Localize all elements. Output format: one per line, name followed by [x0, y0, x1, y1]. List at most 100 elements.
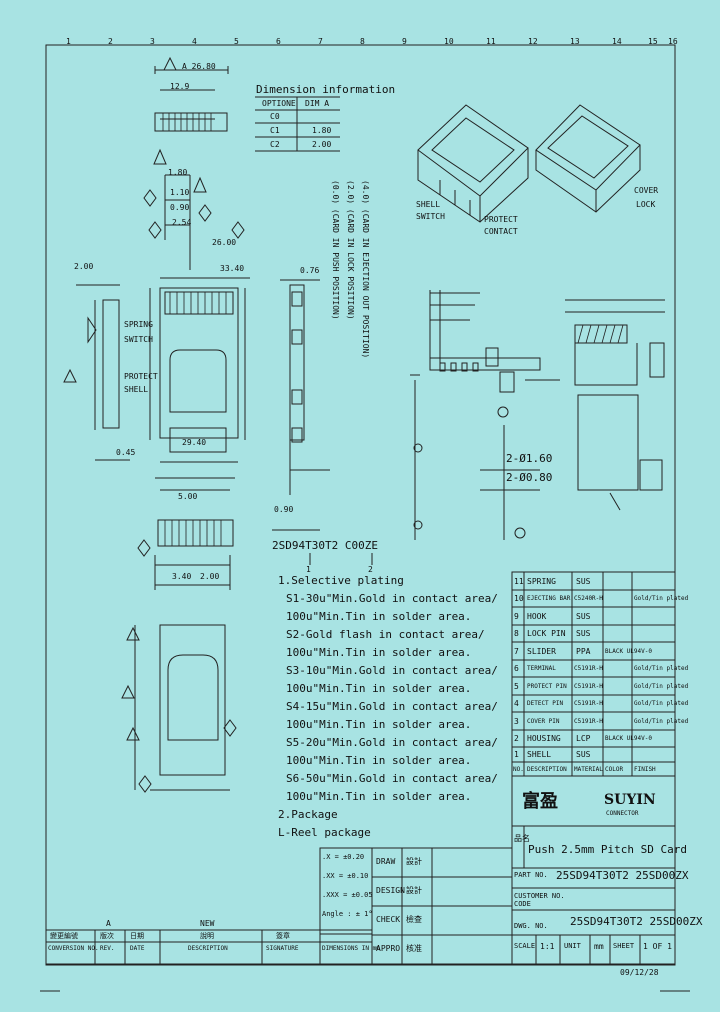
dimension-table-cell: C2	[270, 140, 280, 149]
dim-label: 3.40	[172, 572, 192, 581]
dim-label: 1.80	[168, 168, 188, 177]
ruler-mark: 12	[528, 37, 538, 46]
isometric-view-right	[535, 104, 641, 213]
title-block-grid	[45, 775, 676, 965]
dimension-table-header: OPTIONE	[262, 99, 296, 108]
bom-cell: C5191R-H	[574, 683, 603, 690]
role-label: DRAW	[376, 857, 396, 866]
note-line: 100u"Min.Tin in solder area.	[286, 646, 472, 659]
ruler-mark: 14	[612, 37, 622, 46]
note-line: 100u"Min.Tin in solder area.	[286, 610, 472, 623]
bom-cell: DETECT PIN	[527, 700, 564, 707]
bom-header: DESCRIPTION	[527, 766, 567, 773]
part-number-note: 2	[368, 565, 373, 574]
tolerance-line: .XX = ±0.10	[322, 872, 369, 880]
bom-cell: HOUSING	[527, 734, 561, 743]
note-line: S6-50u"Min.Gold in contact area/	[286, 772, 498, 785]
dim-label: 2-Ø0.80	[506, 471, 553, 484]
role-cn: 設計	[406, 886, 422, 895]
customer-label: CUSTOMER NO.	[514, 892, 565, 900]
note-line: 100u"Min.Tin in solder area.	[286, 718, 472, 731]
footer-date: 09/12/28	[620, 968, 659, 977]
callout-switch: SWITCH	[124, 335, 153, 344]
role-label: APPRO	[376, 944, 401, 953]
callout-protect: PROTECT	[124, 372, 158, 381]
ruler-mark: 5	[234, 37, 239, 46]
callout-shell: SHELL	[124, 385, 149, 394]
scale-label: SCALE	[514, 942, 536, 950]
bom-cell: LCP	[576, 734, 591, 743]
ruler-mark: 2	[108, 37, 113, 46]
connector-top-view	[149, 287, 246, 463]
connector-left-side-view	[63, 284, 130, 461]
ruler-mark: 8	[360, 37, 365, 46]
bom-cell: C5191R-H	[574, 718, 603, 725]
dimension-table-cell: C1	[270, 126, 280, 135]
role-cn: 核准	[406, 944, 422, 953]
bom-cell: 4	[514, 699, 519, 708]
ruler-mark: 6	[276, 37, 281, 46]
dimension-table-cell: C0	[270, 112, 280, 121]
dimension-table-cell: 2.00	[312, 140, 332, 149]
revision-col: 版次	[100, 932, 114, 940]
revision-col: 日期	[130, 932, 144, 940]
unit-value: mm	[594, 942, 604, 951]
revision-misc: DIMENSIONS IN mm	[322, 945, 380, 952]
customer-code: CODE	[514, 900, 531, 908]
callout-lock: LOCK	[636, 200, 656, 209]
note-line: S2-Gold flash in contact area/	[286, 628, 485, 641]
bom-cell: Gold/Tin plated	[634, 700, 689, 707]
bom-header: NO.	[513, 766, 524, 773]
note-line: S3-10u"Min.Gold in contact area/	[286, 664, 498, 677]
ruler-mark: 13	[570, 37, 580, 46]
callout-protect-b: PROTECT	[484, 215, 518, 224]
bom-cell: 1	[514, 750, 519, 759]
dim-label: 1.10	[170, 188, 190, 197]
bom-cell: COVER PIN	[527, 718, 560, 725]
revision-col-en: DATE	[130, 945, 145, 952]
bom-cell: 7	[514, 647, 519, 656]
tolerance-line: .X = ±0.20	[322, 853, 365, 861]
bom-cell: 2	[514, 734, 519, 743]
dim-label: 12.9	[170, 82, 190, 91]
dim-label: 33.40	[220, 264, 245, 273]
dimension-table-cell: 1.80	[312, 126, 332, 135]
sheet-label: SHEET	[613, 942, 635, 950]
dwg-label: DWG. NO.	[514, 922, 548, 930]
dim-label: A 26.80	[182, 62, 216, 71]
scale-value: 1:1	[540, 942, 555, 951]
note-line: 100u"Min.Tin in solder area.	[286, 754, 472, 767]
tolerance-angle: Angle : ± 1°	[322, 910, 373, 918]
rotated-note: (0.0) (CARD IN PUSH POSITION)	[331, 180, 340, 320]
dimension-table-title: Dimension information	[256, 83, 396, 96]
bom-cell: Gold/Tin plated	[634, 718, 689, 725]
dwg-value: 25SD94T30T2 25SD00ZX	[570, 915, 703, 928]
bom-cell: SUS	[576, 750, 591, 759]
revision-desc: NEW	[200, 919, 215, 928]
revision-col-en: CONVERSION NO.	[48, 945, 99, 952]
tolerance-line: .XXX = ±0.05	[322, 891, 373, 899]
product-title: Push 2.5mm Pitch SD Card	[528, 843, 687, 856]
bom-cell: 9	[514, 612, 519, 621]
bom-cell: 6	[514, 664, 519, 673]
ruler-mark: 4	[192, 37, 197, 46]
role-cn: 設計	[406, 857, 422, 866]
ruler-mark: 10	[444, 37, 454, 46]
dimension-table-lines	[255, 96, 340, 152]
ruler-mark: 9	[402, 37, 407, 46]
card-eject-view	[121, 624, 237, 793]
dim-label: 29.40	[182, 438, 207, 447]
revision-col-en: SIGNATURE	[266, 945, 299, 952]
bom-cell: 11	[514, 577, 524, 586]
note-line: 1.Selective plating	[278, 574, 404, 587]
role-cn: 檢查	[406, 915, 422, 924]
bom-cell: SUS	[576, 577, 591, 586]
callout-cover: COVER	[634, 186, 659, 195]
note-line: S5-20u"Min.Gold in contact area/	[286, 736, 498, 749]
bom-cell: C5240R-H	[574, 595, 603, 602]
bom-cell: Gold/Tin plated	[634, 595, 689, 602]
bom-cell: TERMINAL	[527, 665, 556, 672]
pcb-footprint-view	[410, 290, 560, 540]
ruler-mark: 1	[66, 37, 71, 46]
